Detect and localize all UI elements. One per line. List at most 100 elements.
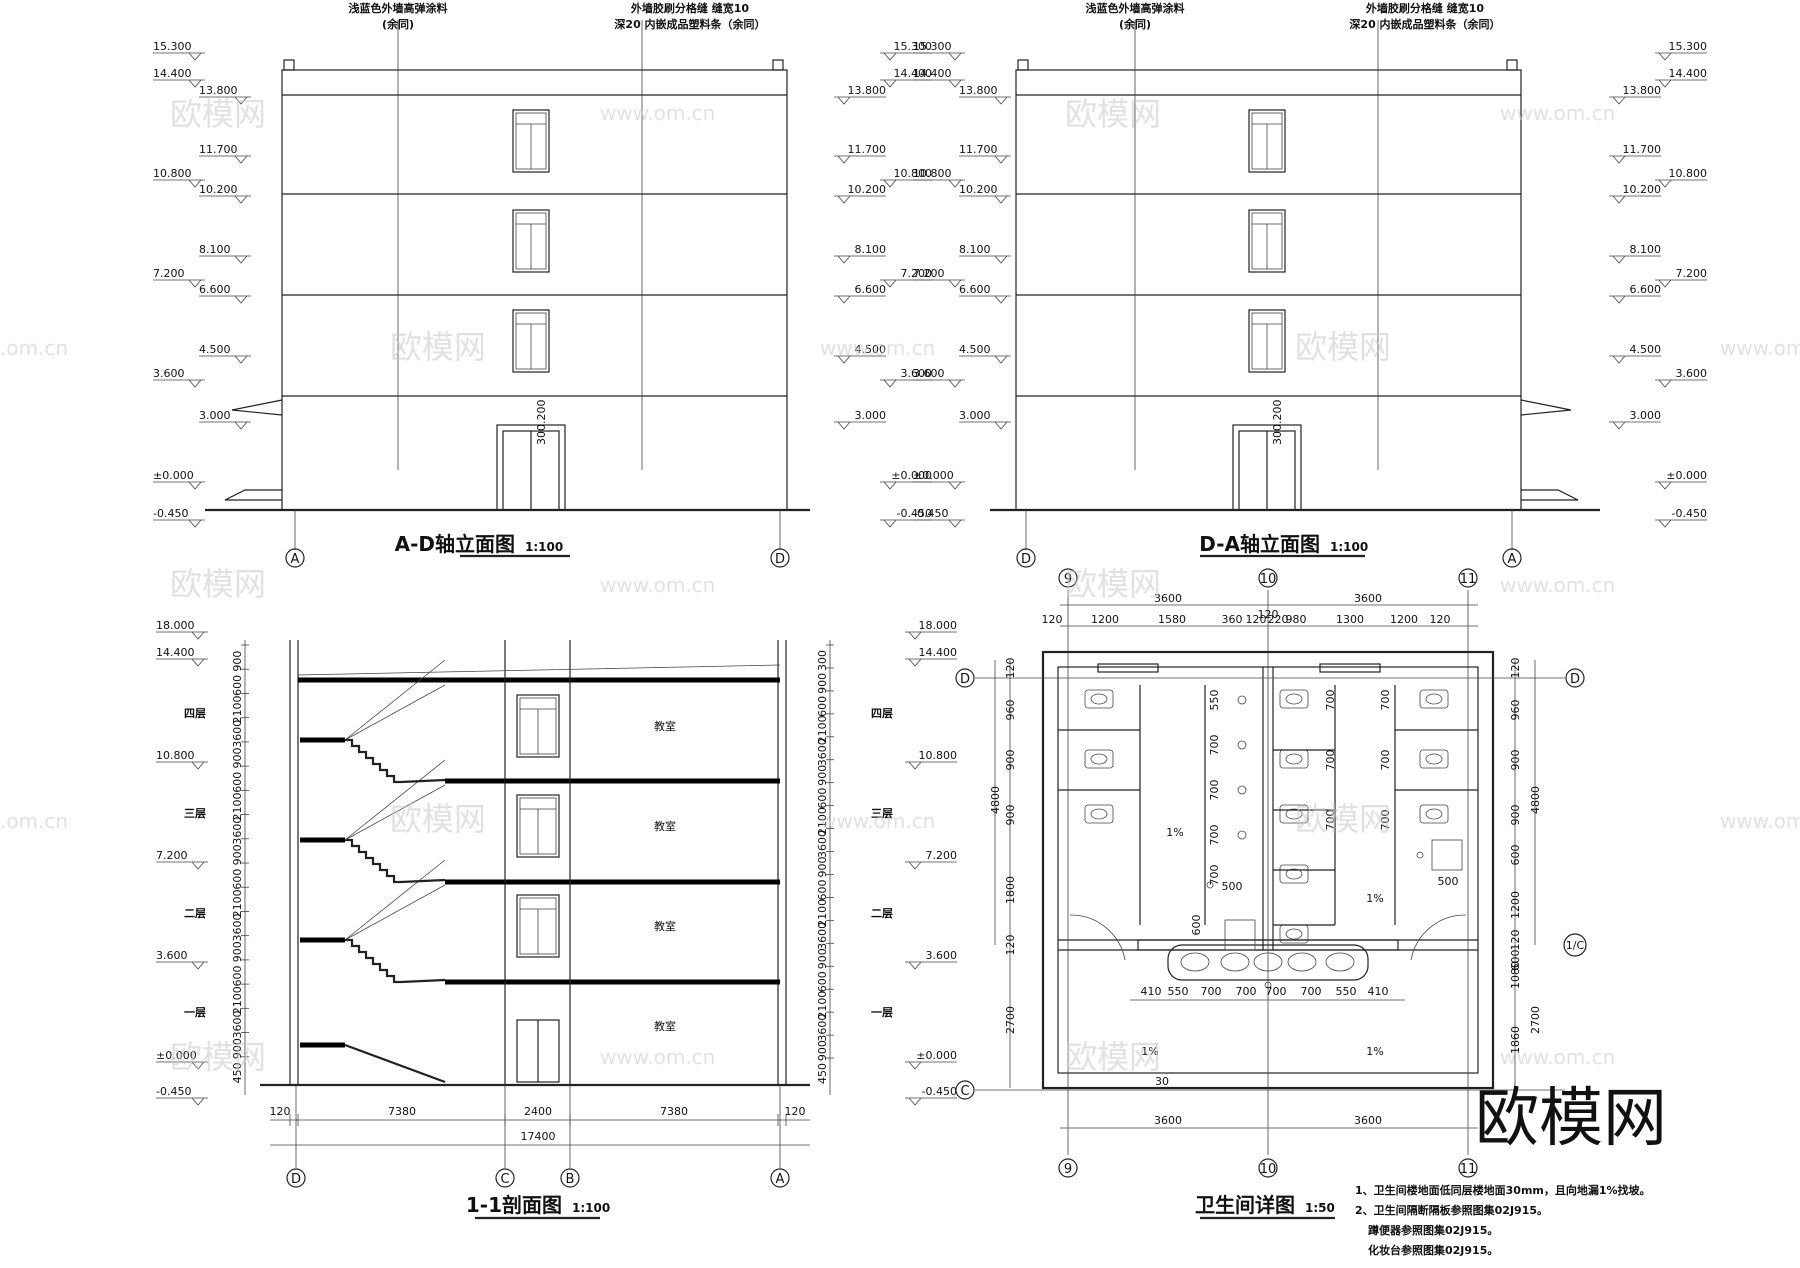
level-triangle — [883, 279, 897, 288]
level-value: 11.700 — [959, 143, 998, 156]
dim-value: 700 — [1379, 750, 1392, 771]
level-triangle — [994, 155, 1008, 164]
dim-value: 600 — [1509, 950, 1522, 971]
stair-rail — [344, 859, 446, 941]
dim-value: 1580 — [1158, 613, 1186, 626]
axis-label: 11 — [1460, 1162, 1477, 1177]
squat-bowl — [1425, 753, 1443, 765]
axis-bubble — [560, 1168, 580, 1188]
dim-value: 2400 — [524, 1105, 552, 1118]
axis-label: C — [960, 1084, 969, 1099]
squat-toilet — [1279, 689, 1309, 709]
mop-sink — [1431, 839, 1463, 871]
level-triangle — [948, 379, 962, 388]
dim-value: 700 — [1236, 985, 1257, 998]
section-title: 1-1剖面图 — [466, 1193, 562, 1217]
level-triangle — [908, 861, 922, 870]
axis-label: 1/C — [1566, 939, 1585, 952]
slope-label: 1% — [1141, 1045, 1158, 1058]
squat-toilet — [1419, 804, 1449, 824]
dim-value: 700 — [1208, 825, 1221, 846]
level-triangle — [191, 658, 205, 667]
elev1-axis-right: D — [775, 552, 785, 567]
level-value: 3.600 — [156, 949, 188, 962]
level-triangle — [234, 96, 248, 105]
level-value: 8.100 — [959, 243, 991, 256]
level-value: 7.200 — [156, 849, 188, 862]
dim-value: 3600 — [231, 720, 244, 748]
slope-label: 1% — [1366, 892, 1383, 905]
level-triangle — [234, 295, 248, 304]
dim-value: 2100 — [816, 807, 829, 835]
dim-value: 600 — [816, 879, 829, 900]
floor-label-right: 一层 — [871, 1006, 893, 1019]
dim-value: 550 — [1208, 690, 1221, 711]
logo-watermark: 欧模网 — [1475, 1082, 1667, 1156]
dim-value: 2100 — [231, 696, 244, 724]
level-triangle — [883, 481, 897, 490]
level-value: 14.400 — [1669, 67, 1708, 80]
level-triangle — [837, 355, 851, 364]
stair-rail — [344, 659, 446, 741]
squat-bowl — [1090, 693, 1108, 705]
toilet-note-2: 2、卫生间隔断隔板参照图集02J915。 — [1355, 1203, 1548, 1217]
level-value: -0.450 — [156, 1085, 191, 1098]
squat-toilet — [1419, 749, 1449, 769]
dim-value: 900 — [231, 1038, 244, 1059]
level-triangle — [883, 79, 897, 88]
level-value: 10.200 — [1623, 183, 1662, 196]
window — [1248, 309, 1286, 373]
level-value: 6.600 — [199, 283, 231, 296]
level-value: 7.200 — [913, 267, 945, 280]
urinal — [1237, 695, 1247, 705]
elev2-scale: 1:100 — [1330, 540, 1368, 554]
squat-bowl — [1285, 693, 1303, 705]
dim-value: 7380 — [660, 1105, 688, 1118]
room-label: 教室 — [654, 919, 676, 933]
level-triangle — [908, 658, 922, 667]
level-value: 10.800 — [894, 167, 933, 180]
level-triangle — [908, 631, 922, 640]
dim-value: 3600 — [816, 738, 829, 766]
level-value: 7.200 — [926, 849, 958, 862]
stair-rail — [344, 884, 446, 941]
elev1-door-label: 300.200 — [535, 400, 548, 446]
level-triangle — [1658, 52, 1672, 61]
level-value: 3.000 — [855, 409, 887, 422]
level-triangle — [1612, 155, 1626, 164]
watermark-url: www.om.cn — [1500, 101, 1615, 125]
level-triangle — [234, 355, 248, 364]
level-value: 10.200 — [959, 183, 998, 196]
dim-value: 980 — [1286, 613, 1307, 626]
level-triangle — [1658, 79, 1672, 88]
level-triangle — [883, 379, 897, 388]
axis-label: 11 — [1460, 572, 1477, 587]
watermark-cn: 欧模网 — [1065, 1038, 1161, 1076]
level-triangle — [188, 179, 202, 188]
dim-total: 17400 — [521, 1130, 556, 1143]
level-triangle — [883, 519, 897, 528]
dim-value: 700 — [1208, 780, 1221, 801]
toilet-title: 卫生间详图 — [1195, 1193, 1295, 1217]
level-value: 6.600 — [1630, 283, 1662, 296]
watermark-url: www.om.cn — [1500, 1045, 1615, 1069]
level-value: 4.500 — [959, 343, 991, 356]
level-triangle — [188, 52, 202, 61]
level-triangle — [191, 1097, 205, 1106]
elev2-note-left-sub: (余同) — [1119, 17, 1151, 31]
level-triangle — [837, 155, 851, 164]
dim-value: 7380 — [388, 1105, 416, 1118]
watermark-url: www.om.cn — [820, 809, 935, 833]
level-value: 13.800 — [959, 84, 998, 97]
dim-value: 960 — [1004, 700, 1017, 721]
toilet-scale: 1:50 — [1305, 1201, 1335, 1215]
window — [1248, 109, 1286, 173]
level-value: 15.300 — [894, 40, 933, 53]
urinal — [1237, 740, 1247, 750]
floor-drain — [1206, 881, 1214, 889]
level-value: 14.400 — [156, 646, 195, 659]
stair-rail — [344, 759, 446, 841]
level-triangle — [837, 255, 851, 264]
level-value: 8.100 — [1630, 243, 1662, 256]
